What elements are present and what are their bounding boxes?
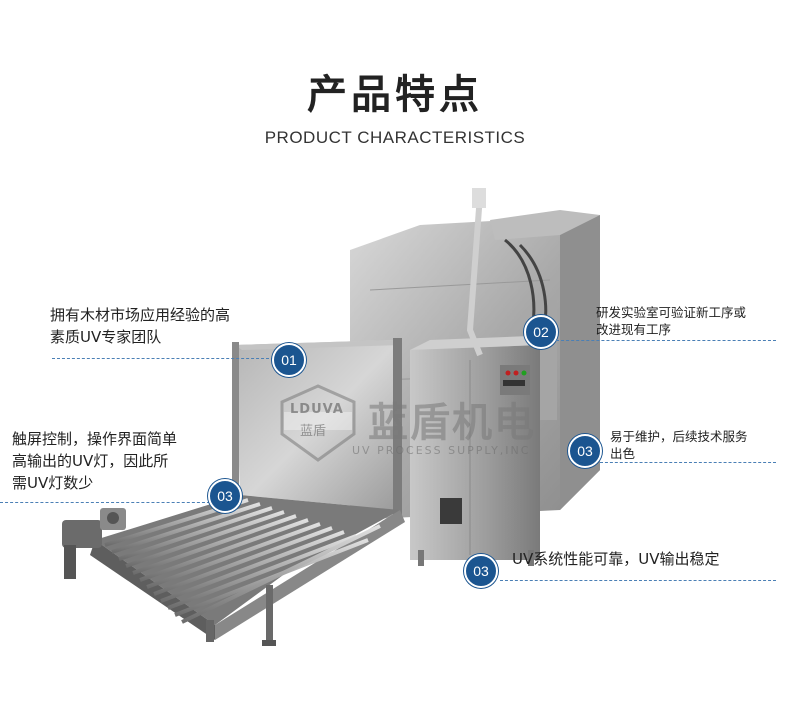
watermark-logo-text: LDUVA	[290, 402, 344, 417]
feature-02-line2: 改进现有工序	[596, 322, 672, 337]
feature-03a-dashline	[0, 502, 210, 503]
feature-03a-line3: 需UV灯数少	[12, 474, 94, 492]
feature-03b-dashline	[600, 462, 776, 463]
roller-conveyor	[62, 495, 405, 646]
feature-03a-text: 触屏控制，操作界面简单 高输出的UV灯，因此所 需UV灯数少	[12, 428, 177, 494]
page-title: 产品特点	[307, 72, 483, 118]
drive-motor	[62, 508, 126, 579]
feature-02-dashline	[556, 340, 776, 341]
watermark-brand-en: UV PROCESS SUPPLY,INC	[352, 444, 531, 457]
feature-03a-line1: 触屏控制，操作界面简单	[12, 430, 178, 448]
feature-01-line2: 素质UV专家团队	[50, 328, 162, 346]
watermark-logo-cn: 蓝盾	[300, 424, 327, 439]
control-cabinet	[410, 335, 555, 566]
feature-03c-text: UV系统性能可靠，UV输出稳定	[512, 550, 720, 568]
watermark-shield-logo	[280, 384, 356, 462]
feature-03c-dashline	[500, 580, 776, 581]
feature-03b-line1: 易于维护，后续技术服务	[610, 429, 748, 444]
feature-02-line1: 研发实验室可验证新工序或	[596, 305, 747, 320]
feature-01-text: 拥有木材市场应用经验的高 素质UV专家团队	[50, 304, 230, 348]
feature-03a-line2: 高输出的UV灯，因此所	[12, 452, 169, 470]
feature-02-text: 研发实验室可验证新工序或 改进现有工序	[596, 304, 746, 338]
feature-03b-text: 易于维护，后续技术服务 出色	[610, 428, 748, 462]
feature-03b-badge: 03	[568, 434, 602, 468]
feature-03c-badge: 03	[464, 554, 498, 588]
watermark-brand-cn: 蓝盾机电	[368, 400, 536, 446]
feature-01-dashline	[52, 358, 274, 359]
feature-01-badge: 01	[272, 343, 306, 377]
feature-03b-line2: 出色	[610, 446, 636, 461]
feature-03a-badge: 03	[208, 479, 242, 513]
page-subtitle: PRODUCT CHARACTERISTICS	[264, 128, 526, 147]
feature-01-line1: 拥有木材市场应用经验的高	[50, 306, 231, 324]
feature-02-badge: 02	[524, 315, 558, 349]
